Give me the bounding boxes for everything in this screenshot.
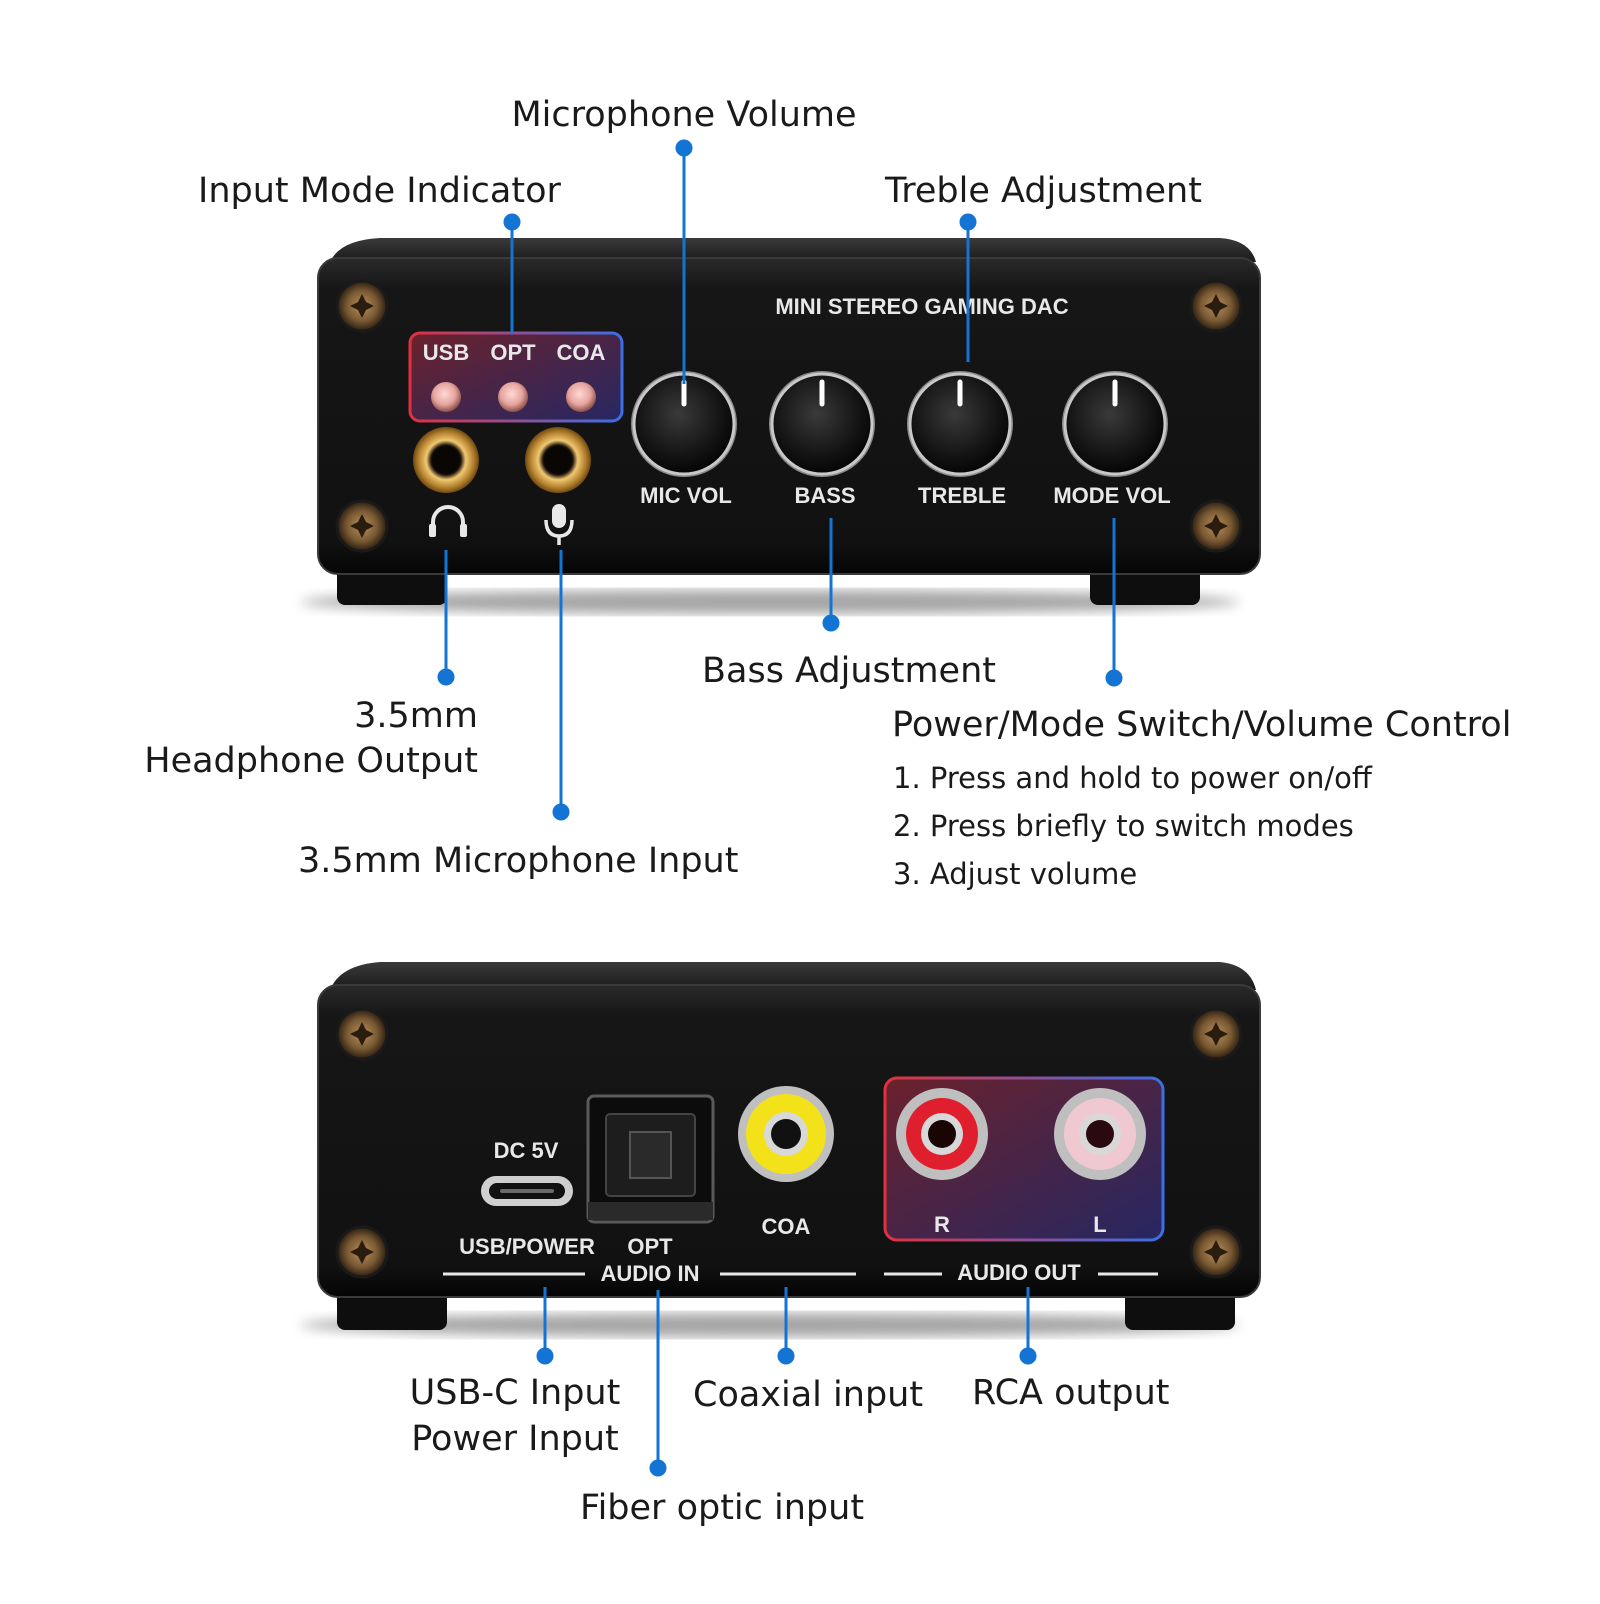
led-opt-icon	[498, 382, 528, 412]
knob-bass[interactable]	[769, 371, 875, 477]
screw	[335, 279, 389, 333]
led-coa-icon	[566, 382, 596, 412]
opt-label: OPT	[627, 1234, 673, 1259]
screw	[1189, 499, 1243, 553]
screw	[335, 499, 389, 553]
callout-usbc-line2: Power Input	[411, 1419, 619, 1459]
r-label: R	[934, 1212, 950, 1237]
callout-treble-adjustment: Treble Adjustment	[885, 171, 1202, 211]
led-usb-icon	[431, 382, 461, 412]
coa-label: COA	[762, 1214, 811, 1239]
rear-panel: DC 5V COA	[300, 962, 1261, 1337]
callout-power-title: Power/Mode Switch/Volume Control	[892, 705, 1512, 745]
screw	[1189, 1007, 1243, 1061]
usb-c-port[interactable]	[481, 1176, 573, 1206]
callout-rca-output: RCA output	[972, 1373, 1170, 1413]
screw	[1189, 1225, 1243, 1279]
knob-label-mode-vol: MODE VOL	[1053, 483, 1170, 508]
audio-out-label: AUDIO OUT	[957, 1260, 1081, 1285]
callout-usbc-line1: USB-C Input	[409, 1373, 621, 1413]
dc-label: DC 5V	[494, 1138, 559, 1163]
callout-power-step-2: 2. Press briefly to switch modes	[893, 809, 1354, 843]
rca-left-port[interactable]	[1054, 1088, 1146, 1180]
callout-fiber-optic-input: Fiber optic input	[580, 1488, 865, 1528]
rear-foot-right	[1125, 1290, 1235, 1330]
panel-title: MINI STEREO GAMING DAC	[775, 294, 1068, 319]
indicator-label-coa: COA	[557, 340, 606, 365]
rear-foot-left	[337, 1290, 447, 1330]
knob-label-mic-vol: MIC VOL	[640, 483, 732, 508]
knob-label-bass: BASS	[794, 483, 855, 508]
screw	[1189, 279, 1243, 333]
callout-input-mode-indicator: Input Mode Indicator	[198, 171, 561, 211]
callout-microphone-input: 3.5mm Microphone Input	[298, 841, 739, 881]
knob-mode-vol[interactable]	[1062, 371, 1168, 477]
optical-port[interactable]	[586, 1094, 715, 1224]
usb-power-label: USB/POWER	[459, 1234, 595, 1259]
coaxial-port[interactable]	[738, 1086, 834, 1182]
rca-right-port[interactable]	[896, 1088, 988, 1180]
callout-power-step-1: 1. Press and hold to power on/off	[893, 761, 1372, 795]
microphone-icon	[544, 504, 574, 545]
callout-leaders	[437, 139, 1123, 1477]
l-label: L	[1093, 1212, 1106, 1237]
knob-label-treble: TREBLE	[918, 483, 1006, 508]
callout-headphone-line2: Headphone Output	[144, 741, 478, 781]
headphone-icon	[429, 505, 467, 537]
knob-mic-vol[interactable]	[631, 371, 737, 477]
screw	[335, 1007, 389, 1061]
front-panel: MINI STEREO GAMING DAC USB OPT COA	[300, 238, 1261, 614]
indicator-label-opt: OPT	[490, 340, 536, 365]
callout-microphone-volume: Microphone Volume	[511, 95, 857, 135]
callout-power-step-3: 3. Adjust volume	[893, 857, 1138, 891]
callout-coaxial-input: Coaxial input	[693, 1375, 924, 1415]
audio-in-label: AUDIO IN	[601, 1261, 700, 1286]
callout-headphone-line1: 3.5mm	[354, 696, 478, 736]
knob-treble[interactable]	[907, 371, 1013, 477]
screw	[335, 1225, 389, 1279]
indicator-label-usb: USB	[423, 340, 469, 365]
callout-bass-adjustment: Bass Adjustment	[702, 651, 996, 691]
